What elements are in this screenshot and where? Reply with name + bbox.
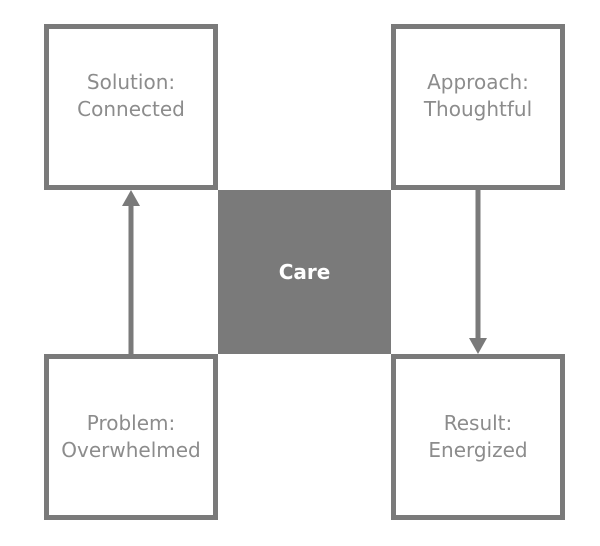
arrow-approach-to-result	[469, 190, 487, 354]
approach-heading: Approach:	[427, 70, 529, 94]
problem-heading: Problem:	[86, 411, 176, 435]
solution-heading: Solution:	[86, 70, 176, 94]
solution-box: Solution: Connected	[44, 24, 218, 190]
approach-text: Thoughtful	[423, 97, 533, 121]
result-text: Energized	[428, 438, 528, 462]
problem-box: Problem: Overwhelmed	[44, 354, 218, 520]
solution-text: Connected	[77, 97, 185, 121]
result-box: Result: Energized	[391, 354, 565, 520]
approach-box: Approach: Thoughtful	[391, 24, 565, 190]
arrow-problem-to-solution	[122, 190, 140, 354]
problem-text: Overwhelmed	[61, 438, 201, 462]
care-center-block: Care	[218, 190, 391, 354]
result-heading: Result:	[443, 411, 513, 435]
care-label: Care	[278, 260, 331, 284]
